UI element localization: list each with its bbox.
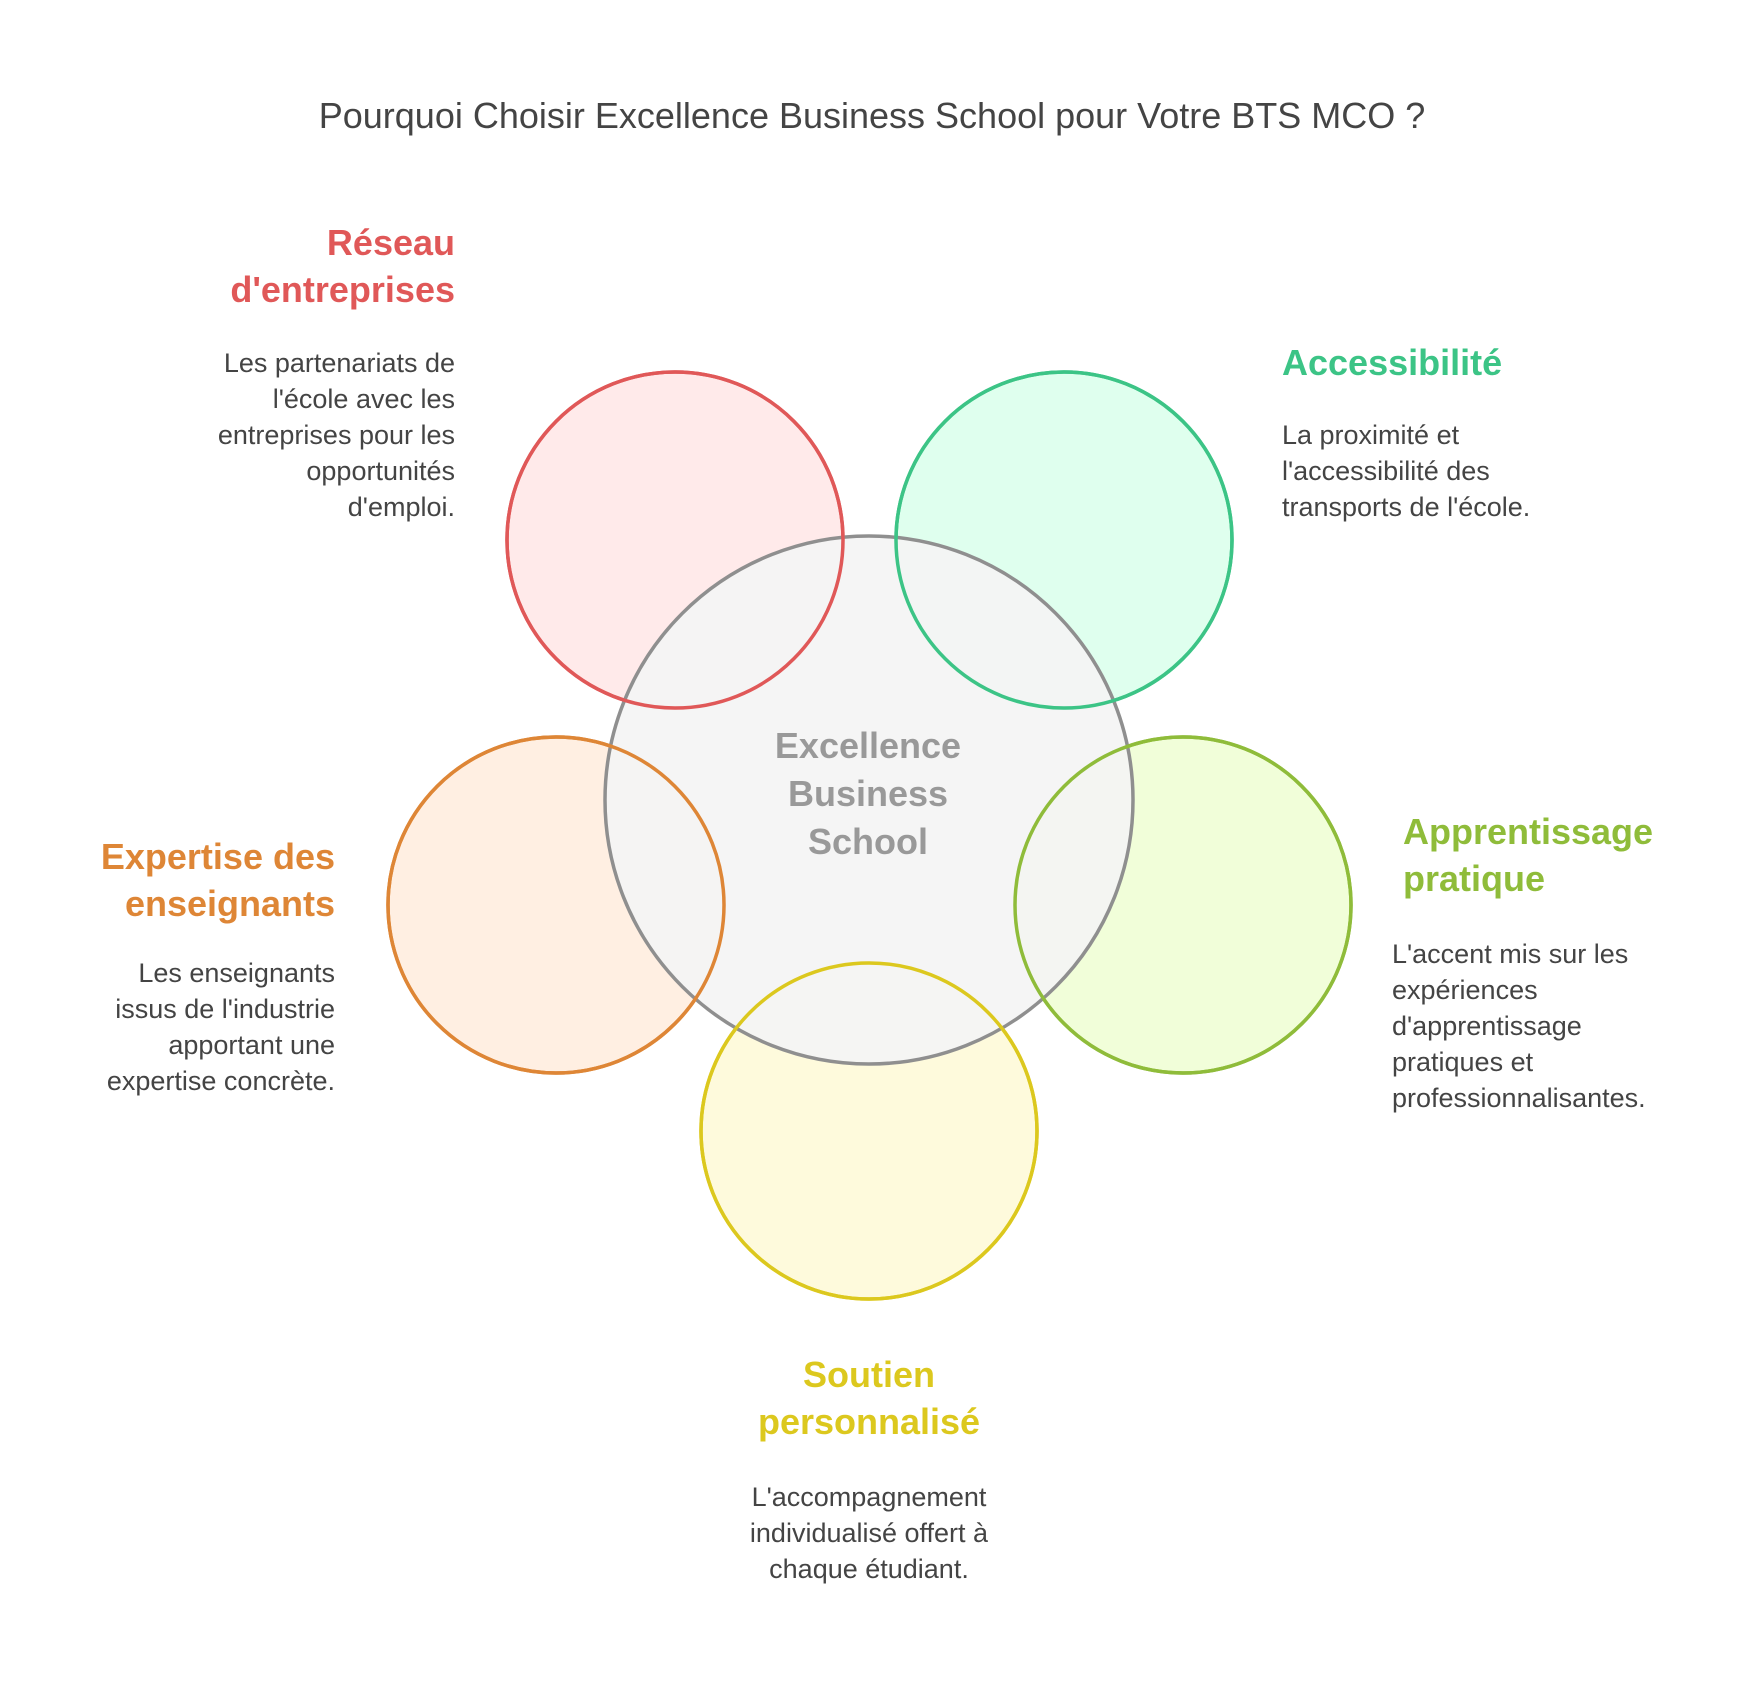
circle-center <box>603 534 1135 1066</box>
description-expertise-enseignants: Les enseignants issus de l'industrie app… <box>106 958 335 1096</box>
outline-reseau-entreprises <box>505 370 845 710</box>
description-reseau-entreprises: Les partenariats de l'école avec les ent… <box>217 348 455 522</box>
heading-reseau-entreprises: Réseau d'entreprises <box>230 222 455 310</box>
heading-expertise-enseignants: Expertise des enseignants <box>100 836 335 924</box>
heading-soutien-personnalise: Soutien personnalisé <box>757 1354 981 1442</box>
outline-apprentissage-pratique <box>1013 735 1353 1075</box>
description-accessibilite: La proximité et l'accessibilité des tran… <box>1282 420 1531 522</box>
center-label: Excellence Business School <box>774 725 962 862</box>
heading-accessibilite: Accessibilité <box>1282 342 1503 383</box>
outline-expertise-enseignants <box>386 735 726 1075</box>
diagram-title: Pourquoi Choisir Excellence Business Sch… <box>318 95 1426 136</box>
heading-apprentissage-pratique: Apprentissage pratique <box>1403 811 1654 899</box>
outline-soutien-personnalise <box>699 961 1039 1301</box>
description-soutien-personnalise: L'accompagnement individualisé offert à … <box>749 1482 989 1584</box>
description-apprentissage-pratique: L'accent mis sur les expériences d'appre… <box>1392 939 1646 1113</box>
outline-accessibilite <box>894 370 1234 710</box>
